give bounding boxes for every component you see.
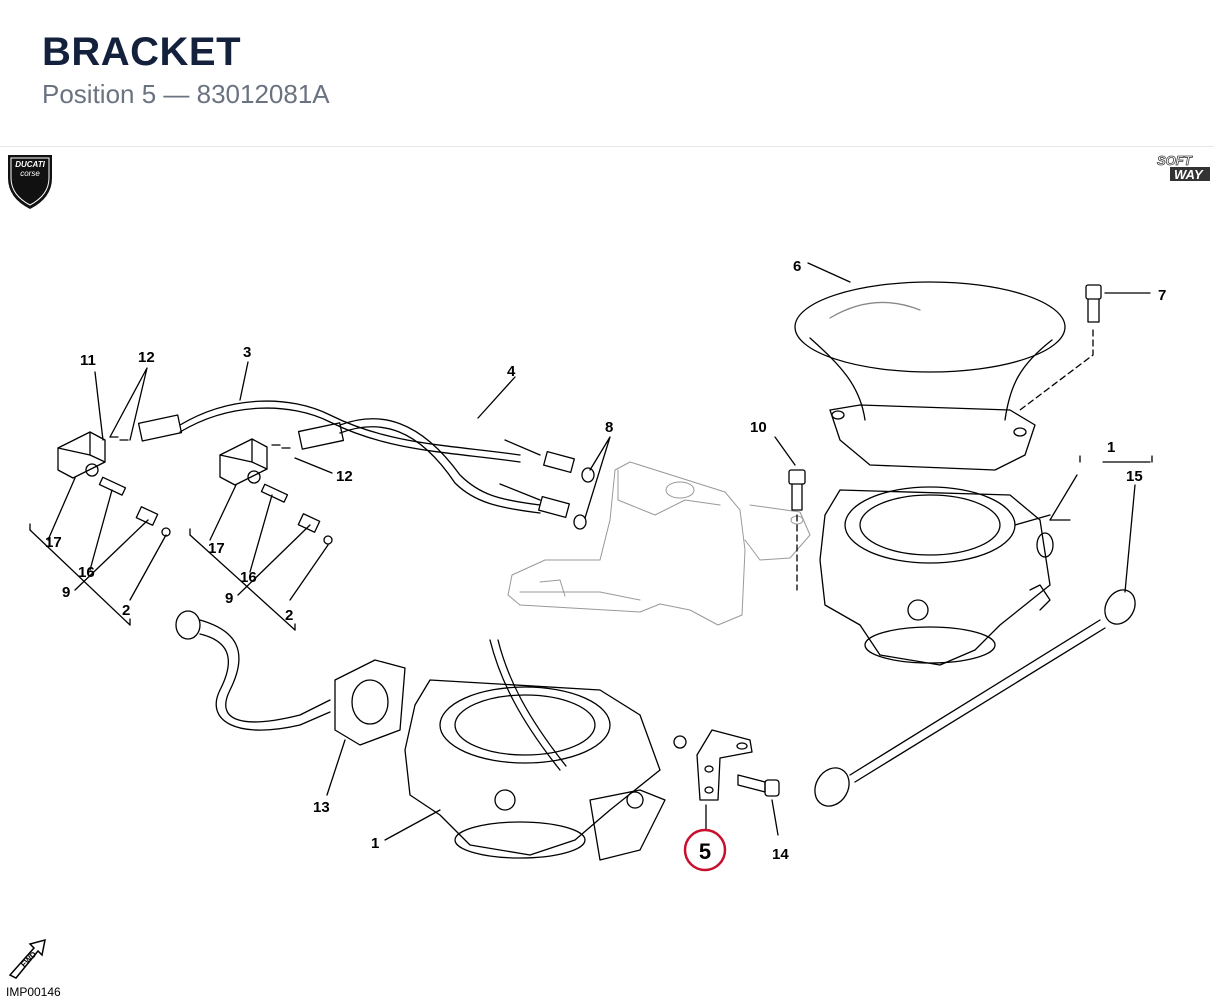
manifold-background xyxy=(507,461,811,626)
throttle-body-upper xyxy=(819,486,1071,666)
callout-6: 6 xyxy=(793,258,801,275)
callout-9b: 9 xyxy=(225,590,233,607)
callout-7: 7 xyxy=(1158,287,1166,304)
callout-12b: 12 xyxy=(336,468,353,485)
callout-3: 3 xyxy=(243,344,251,361)
callout-16b: 16 xyxy=(240,569,257,586)
velocity-stack xyxy=(794,281,1066,471)
linkage-rod xyxy=(814,589,1136,807)
gasket-13 xyxy=(334,659,406,746)
hose-fittings-right xyxy=(538,450,595,530)
softway-text-top: SOFT xyxy=(1157,153,1193,168)
page-title: BRACKET xyxy=(42,30,242,74)
callout-17b: 17 xyxy=(208,540,225,557)
logo-text-bottom: corse xyxy=(20,169,40,178)
callout-13: 13 xyxy=(313,799,330,816)
callout-10: 10 xyxy=(750,419,767,436)
callout-2a: 2 xyxy=(122,602,130,619)
header: BRACKET Position 5 — 83012081A xyxy=(0,0,1214,147)
callout-5: 5 xyxy=(699,839,711,864)
highlight-ring xyxy=(683,828,727,872)
softway-text-bottom: WAY xyxy=(1174,167,1204,182)
callout-8: 8 xyxy=(605,419,613,436)
hose-3 xyxy=(137,400,521,463)
screw-7 xyxy=(1085,284,1102,323)
callout-9a: 9 xyxy=(62,584,70,601)
callout-2b: 2 xyxy=(285,607,293,624)
connector-group-right xyxy=(219,438,333,545)
callout-15: 15 xyxy=(1126,468,1143,485)
screw-10 xyxy=(788,469,806,511)
callout-1a: 1 xyxy=(371,835,379,852)
connector-group-left xyxy=(57,414,171,537)
callout-16a: 16 xyxy=(78,564,95,581)
exploded-parts-diagram: DUCATI corse SOFT WAY FWD xyxy=(8,153,1210,979)
callout-1b: 1 xyxy=(1107,439,1115,456)
image-code: IMP00146 xyxy=(6,985,61,999)
hose-13 xyxy=(175,610,331,731)
callout-4: 4 xyxy=(507,363,516,380)
page-subtitle: Position 5 — 83012081A xyxy=(42,79,330,109)
fwd-arrow-icon: FWD xyxy=(8,938,46,979)
ducati-corse-logo: DUCATI corse xyxy=(8,155,52,209)
kit-bracket-9a xyxy=(29,529,131,626)
hose-4 xyxy=(297,418,541,514)
bracket-5 xyxy=(673,729,753,801)
callout-14: 14 xyxy=(772,846,789,863)
callout-12a: 12 xyxy=(138,349,155,366)
throttle-body-lower xyxy=(404,639,666,861)
callout-17a: 17 xyxy=(45,534,62,551)
logo-text-top: DUCATI xyxy=(15,160,45,169)
softway-logo: SOFT WAY xyxy=(1157,153,1210,182)
callout-11: 11 xyxy=(80,352,96,369)
screw-14 xyxy=(737,774,780,797)
kit-bracket-9b xyxy=(189,534,296,631)
